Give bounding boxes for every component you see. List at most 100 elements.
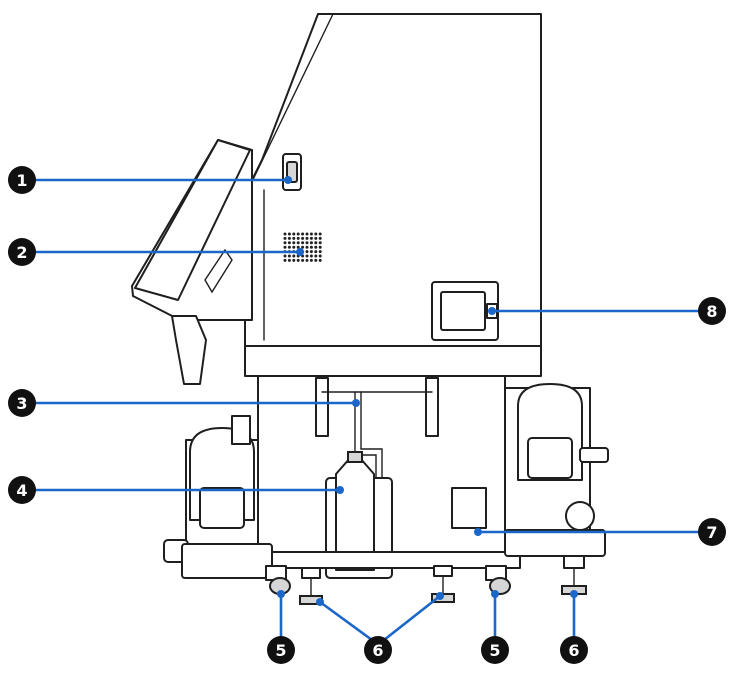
left-roll-window: [199, 487, 245, 529]
vent-hole: [283, 241, 287, 245]
callout-dot-6c: [570, 590, 578, 598]
vent-grid: [283, 232, 323, 264]
vent-hole: [296, 245, 300, 249]
vent-hole: [283, 254, 287, 258]
callout-dot-6a: [316, 598, 324, 606]
callout-dot-4: [336, 486, 344, 494]
vent-hole: [305, 245, 309, 249]
vent-hole: [309, 236, 313, 240]
badge-7-label: 7: [706, 523, 717, 542]
vent-hole: [309, 232, 313, 236]
vent-hole: [283, 245, 287, 249]
vent-hole: [314, 245, 318, 249]
left-roll-base: [181, 543, 273, 579]
vent-hole: [305, 250, 309, 254]
vent-hole: [296, 232, 300, 236]
vent-hole: [305, 236, 309, 240]
badge-6b-label: 6: [568, 641, 579, 660]
vent-hole: [309, 258, 313, 262]
badge-1: 1: [8, 166, 36, 194]
vent-hole: [318, 245, 322, 249]
vent-hole: [314, 250, 318, 254]
badge-1-label: 1: [16, 171, 27, 190]
vent-hole: [318, 236, 322, 240]
vent-hole: [314, 254, 318, 258]
vent-hole: [318, 258, 322, 262]
cover-edge: [247, 13, 334, 191]
right-roll-knob: [565, 501, 595, 531]
vent-hole: [301, 232, 305, 236]
right-roll-lever: [579, 447, 609, 463]
vent-hole: [283, 258, 287, 262]
waste-tube: [354, 391, 377, 487]
right-roll-window: [527, 437, 573, 479]
badge-6a-label: 6: [372, 641, 383, 660]
mid-band: [244, 345, 542, 377]
callout-dot-5b: [491, 590, 499, 598]
badge-3-label: 3: [16, 394, 27, 413]
badge-6a: 6: [364, 636, 392, 664]
vent-hole: [314, 232, 318, 236]
label-plate: [451, 487, 487, 529]
vent-hole: [287, 232, 291, 236]
callout-dot-2: [296, 248, 304, 256]
vent-hole: [301, 236, 305, 240]
vent-hole: [296, 258, 300, 262]
vent-hole: [305, 232, 309, 236]
vent-hole: [318, 250, 322, 254]
badge-5a-label: 5: [275, 641, 286, 660]
bottle-cap: [347, 451, 363, 463]
stand-post-left: [315, 377, 329, 437]
caster-right: [485, 565, 511, 595]
vent-hole: [287, 241, 291, 245]
vent-hole: [309, 245, 313, 249]
callout-line-6a: [319, 600, 373, 642]
callout-dot-8: [488, 307, 496, 315]
badge-4-label: 4: [16, 481, 27, 500]
callout-badges: 1 2 3 4 5 6 5 6: [8, 166, 726, 664]
vent-hole: [309, 254, 313, 258]
callout-dot-6b: [436, 592, 444, 600]
vent-hole: [296, 236, 300, 240]
badge-7: 7: [698, 518, 726, 546]
right-roll-base: [504, 529, 606, 557]
badge-2-label: 2: [16, 243, 27, 262]
vent-hole: [318, 241, 322, 245]
vent-hole: [301, 241, 305, 245]
vent-hole: [283, 236, 287, 240]
callout-dot-3: [352, 399, 360, 407]
vent-hole: [314, 236, 318, 240]
vent-hole: [287, 254, 291, 258]
panel-bracket: [171, 315, 207, 385]
vent-hole: [318, 254, 322, 258]
base-rail: [257, 551, 521, 569]
vent-hole: [305, 241, 309, 245]
badge-3: 3: [8, 389, 36, 417]
vent-hole: [296, 241, 300, 245]
left-roll-bracket: [231, 415, 251, 445]
access-panel-inner: [440, 291, 486, 331]
caster-left: [265, 565, 291, 595]
callout-lines: [30, 176, 704, 642]
vent-hole: [292, 258, 296, 262]
waste-tube-outer: [360, 391, 383, 487]
callout-line-6b: [383, 594, 441, 642]
vent-hole: [292, 254, 296, 258]
vent-hole: [287, 245, 291, 249]
vent-hole: [301, 258, 305, 262]
vent-hole: [314, 258, 318, 262]
badge-5a: 5: [267, 636, 295, 664]
printer-illustration: [131, 13, 609, 605]
vent-hole: [292, 245, 296, 249]
vent-hole: [283, 232, 287, 236]
badge-5b-label: 5: [489, 641, 500, 660]
callout-dot-1: [284, 176, 292, 184]
vent-hole: [301, 245, 305, 249]
badge-4: 4: [8, 476, 36, 504]
vent-hole: [309, 241, 313, 245]
vent-hole: [305, 254, 309, 258]
vent-hole: [287, 236, 291, 240]
vent-hole: [292, 241, 296, 245]
